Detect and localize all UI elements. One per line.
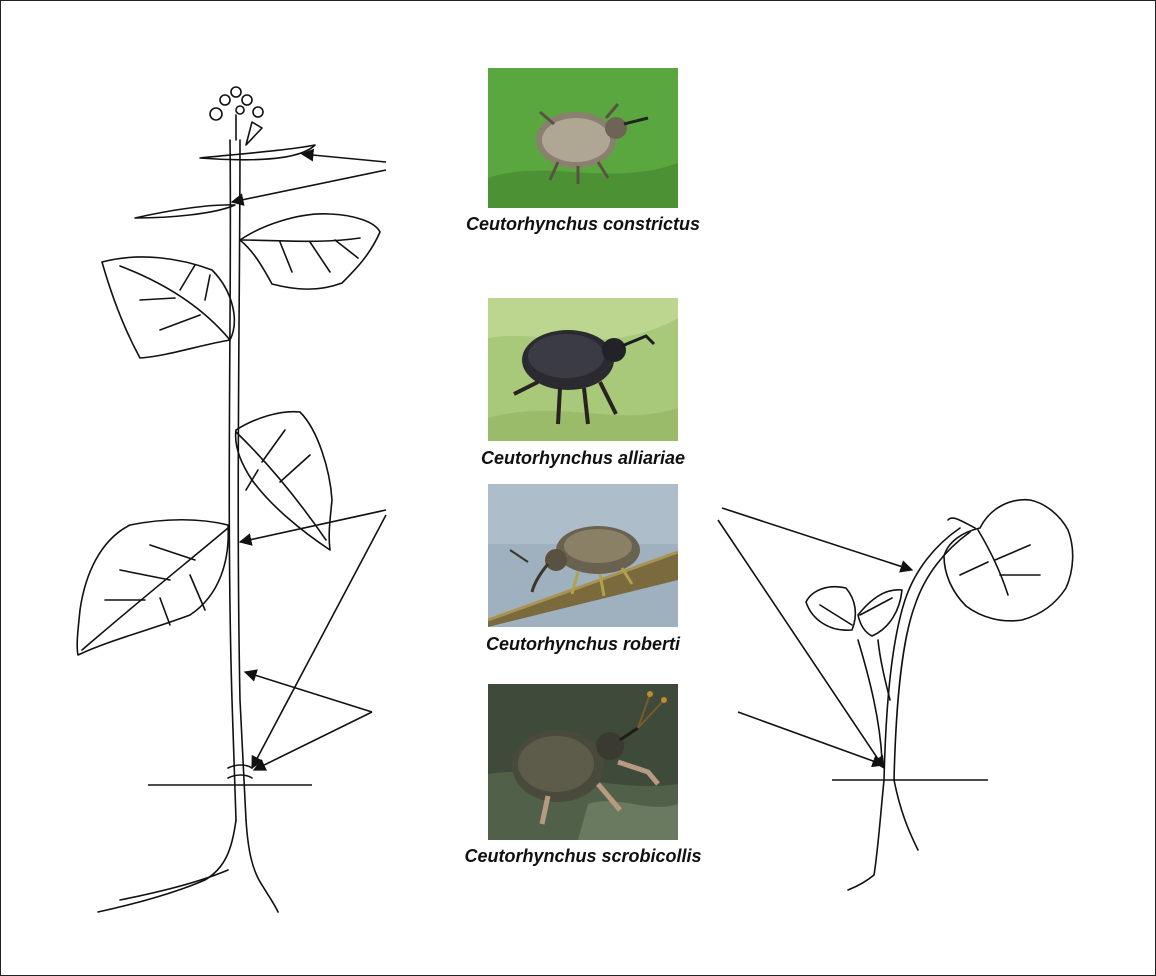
- species-label: Ceutorhynchus scrobicollis: [373, 846, 793, 867]
- arrow-constrictus-lower: [232, 170, 386, 202]
- leaf-rosette-large: [944, 500, 1073, 621]
- rosette-plant-drawing: [806, 500, 1073, 890]
- leaf-rosette-small: [806, 587, 902, 636]
- species-label: Ceutorhynchus roberti: [373, 634, 793, 655]
- arrow-roberti-collar: [252, 515, 386, 768]
- flower-cluster: [210, 87, 263, 145]
- photo-ceutorhynchus-scrobicollis: [488, 684, 678, 840]
- leaf-upper-left: [102, 257, 234, 358]
- photo-ceutorhynchus-alliariae: [488, 298, 678, 441]
- photo-ceutorhynchus-constrictus: [488, 68, 678, 208]
- leaf-lower-left: [77, 520, 228, 655]
- arrow-scrobicollis-collar: [254, 712, 372, 770]
- arrow-scrobicollis-rosette: [738, 712, 884, 765]
- photo-ceutorhynchus-roberti: [488, 484, 678, 627]
- species-label: Ceutorhynchus constrictus: [373, 214, 793, 235]
- arrow-scrobicollis-stem: [245, 672, 372, 712]
- flowering-plant-drawing: [77, 87, 380, 912]
- arrow-constrictus-upper: [302, 154, 386, 162]
- species-label: Ceutorhynchus alliariae: [373, 448, 793, 469]
- arrow-roberti-rosette-stem: [722, 508, 912, 570]
- leaf-middle-right: [236, 412, 332, 550]
- leaf-upper-right: [240, 214, 380, 289]
